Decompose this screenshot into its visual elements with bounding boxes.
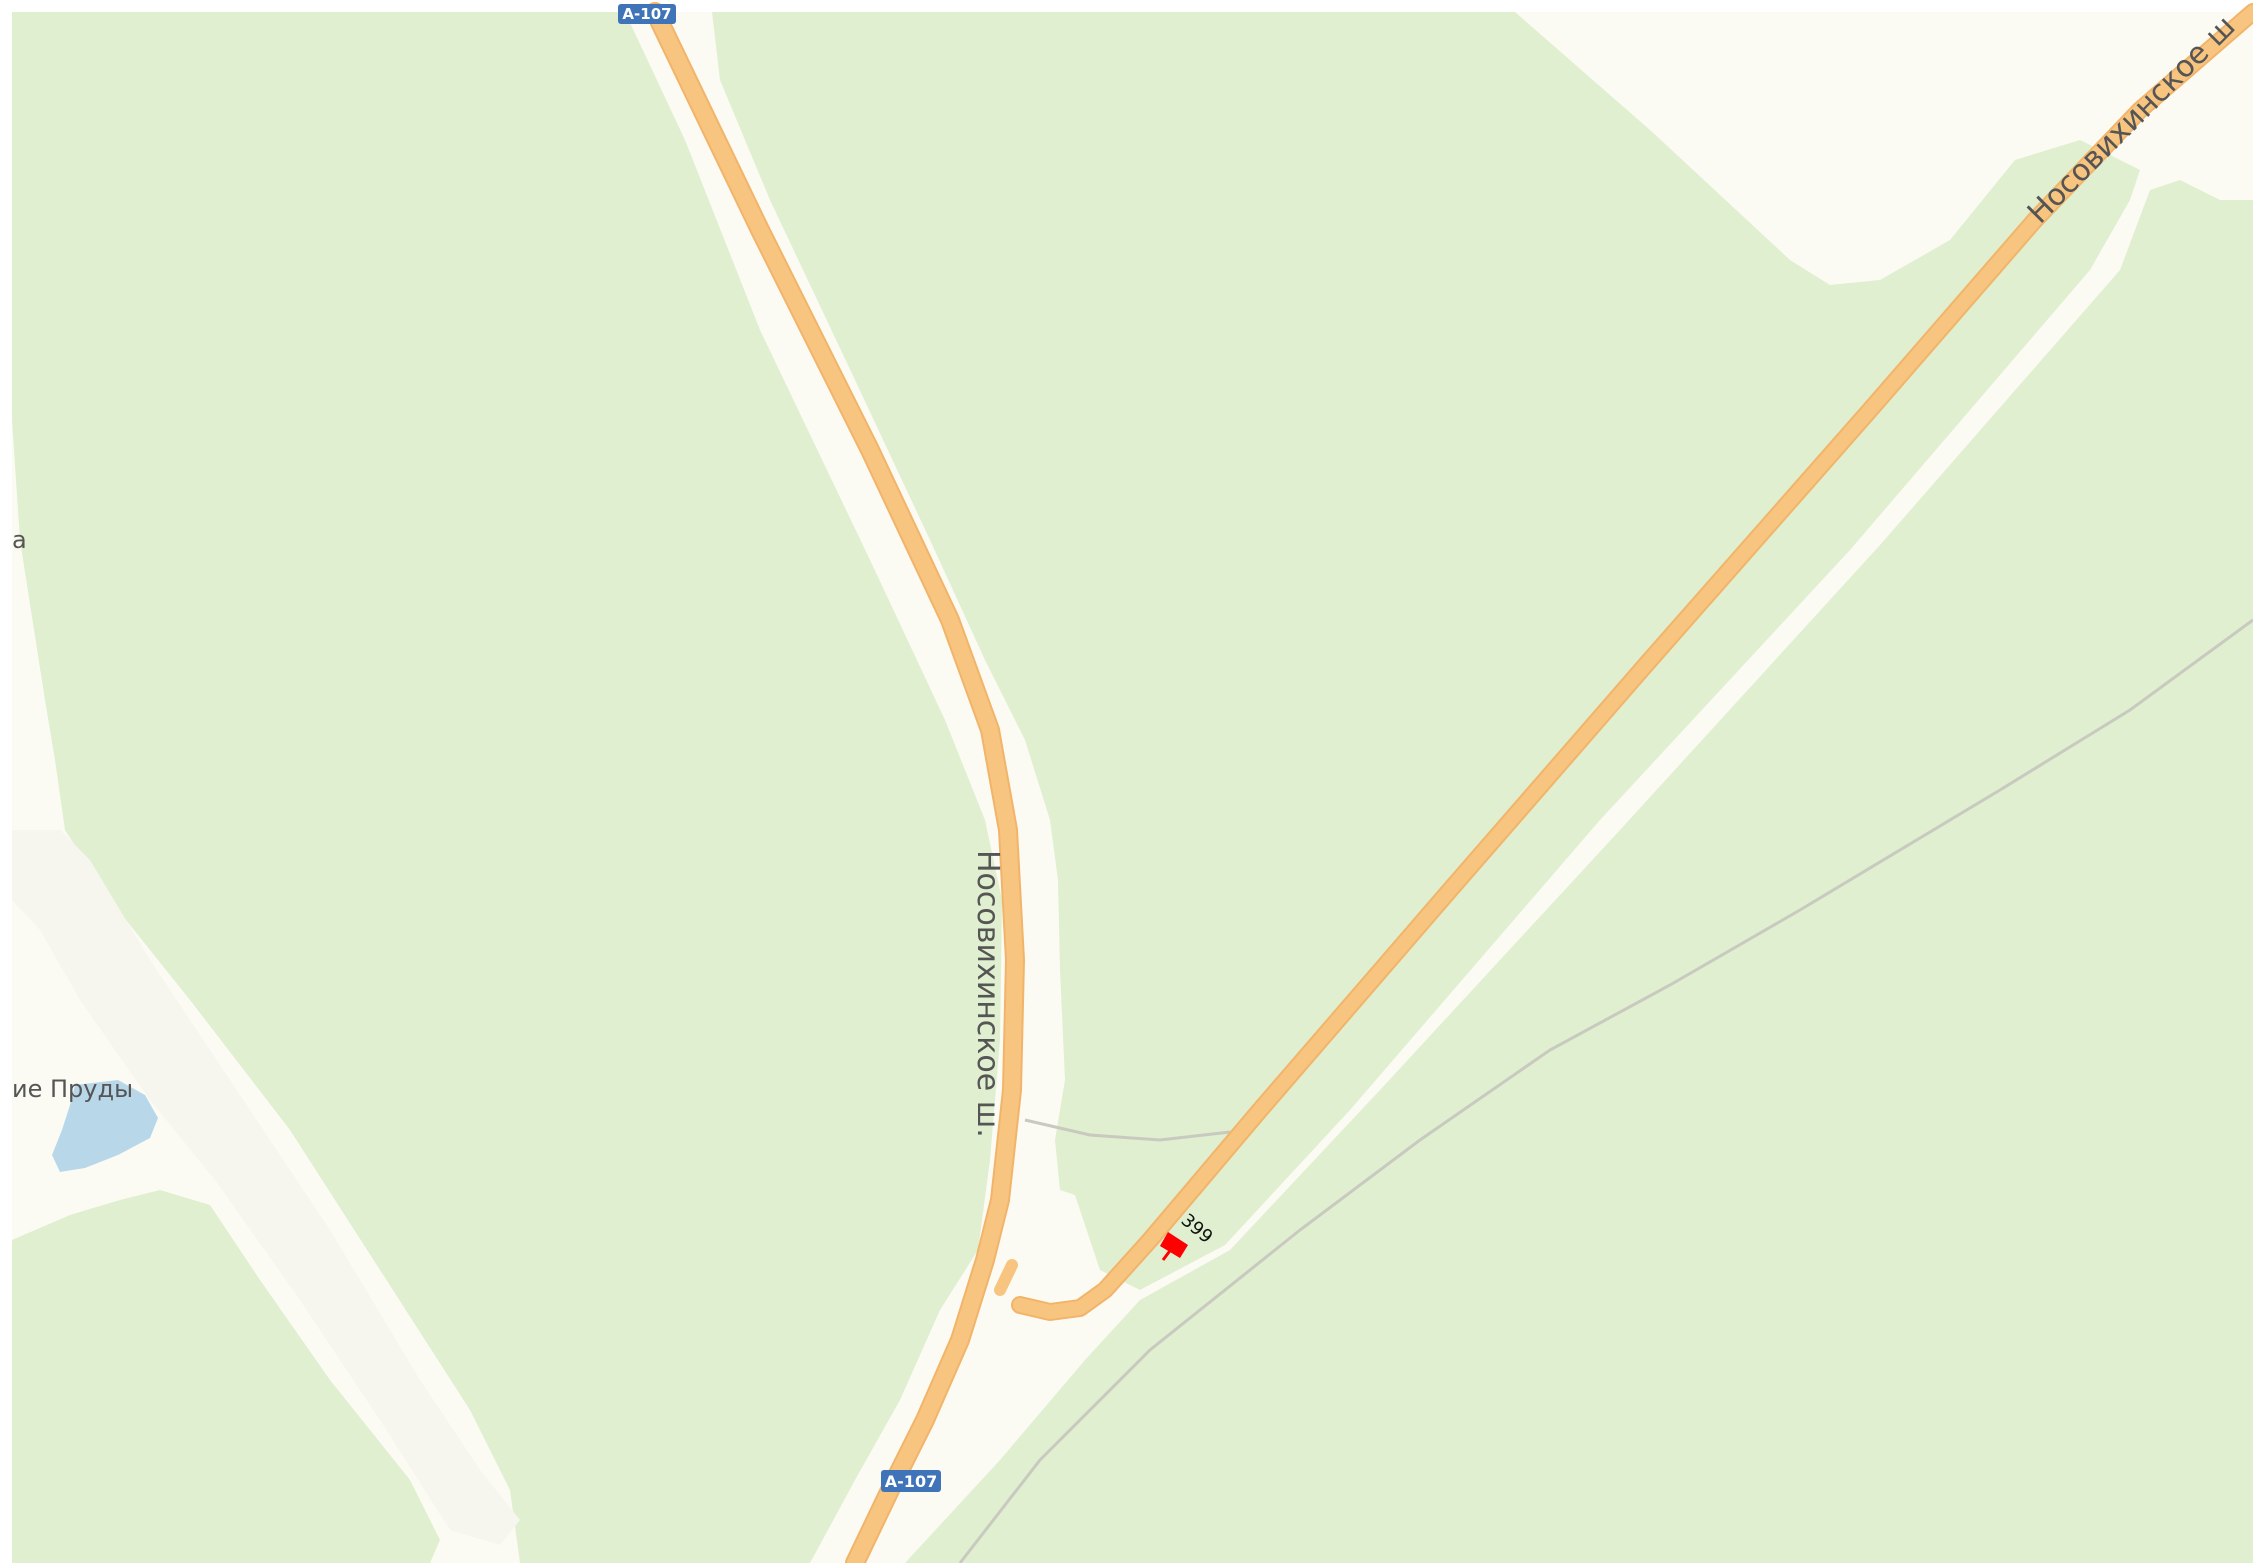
road-label-center: Носовихинское ш. [970, 850, 1005, 1138]
shield-bottom-label: А-107 [885, 1472, 937, 1491]
shield-bottom: А-107 [881, 1470, 941, 1492]
place-label-ponds: ие Пруды [12, 1075, 133, 1103]
shield-top-label: А-107 [622, 5, 671, 23]
path-southeast [958, 618, 2253, 1563]
frame-top [0, 0, 2253, 12]
forest-right-bottom [905, 180, 2253, 1563]
forest-right-top [712, 12, 2140, 1290]
marker-pole [1161, 1247, 1174, 1261]
lake [52, 1080, 158, 1172]
marker-flag-icon[interactable] [1160, 1232, 1188, 1258]
forest-bottom-left [12, 1190, 440, 1563]
road-diagonal [1013, 5, 2253, 1319]
place-label-fragment: а [12, 526, 27, 554]
settlement-strip [12, 830, 520, 1545]
road-a107 [647, 4, 1023, 1563]
road-junction-link [994, 1259, 1018, 1296]
forest-left [12, 12, 1002, 1563]
shield-top: А-107 [618, 4, 676, 24]
frame-left [0, 0, 12, 1563]
path-connector [1024, 1118, 1231, 1142]
